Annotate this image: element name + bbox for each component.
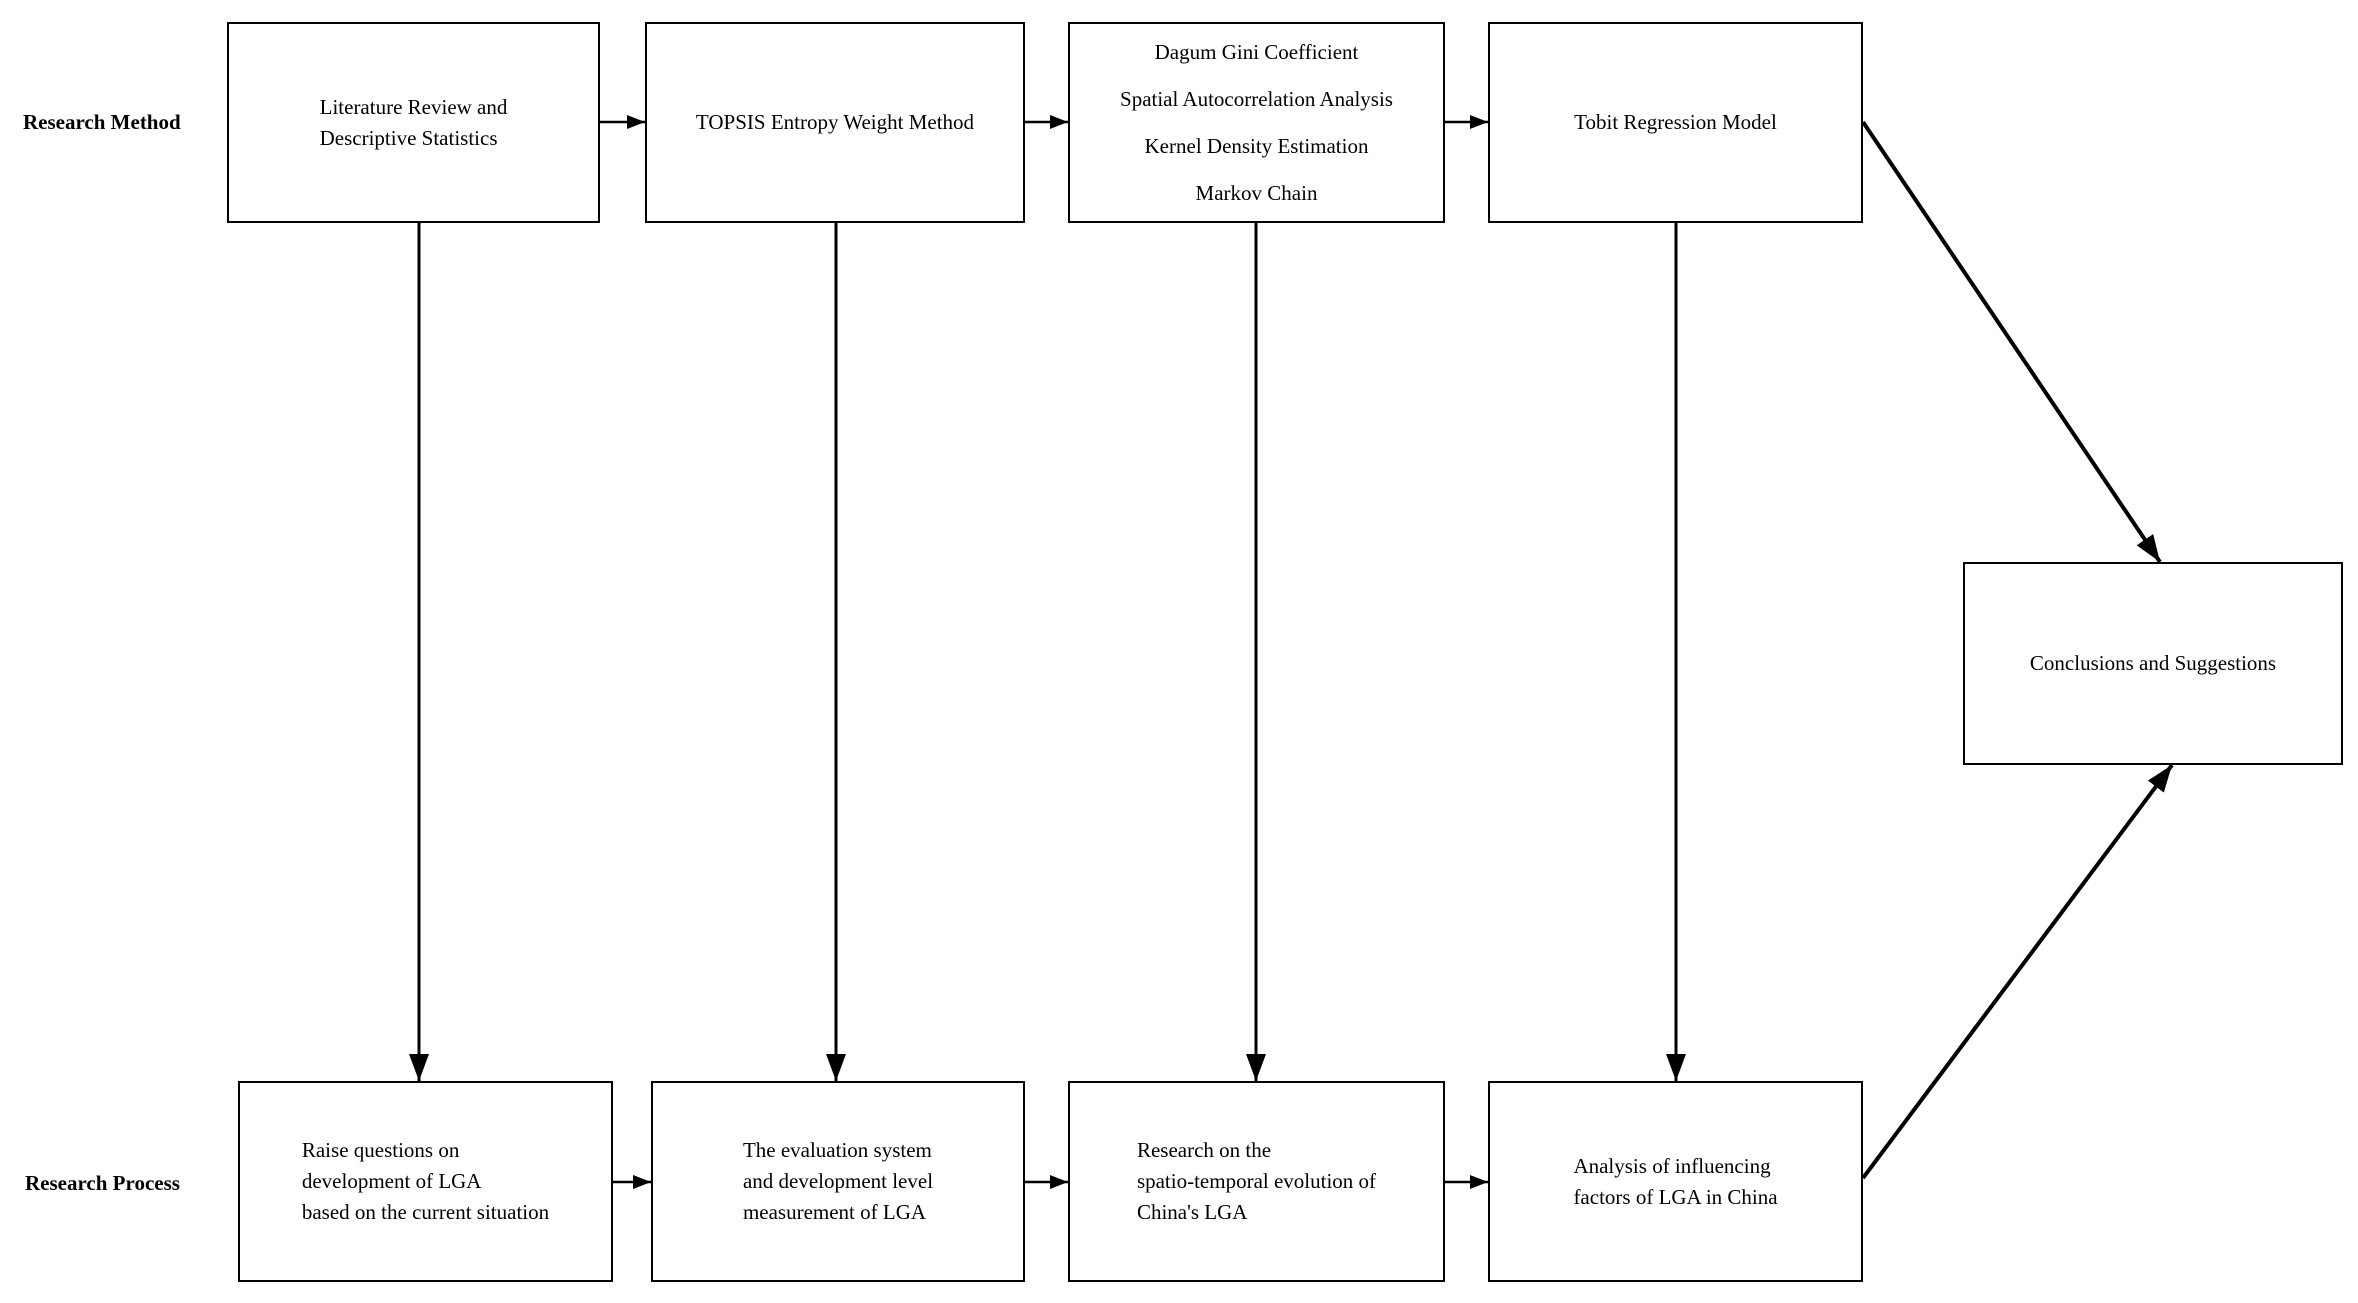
process-box-raise-questions-text: Raise questions on development of LGA ba… (301, 1138, 550, 1224)
row-label-research-process: Research Process (25, 1171, 180, 1195)
process-box-influencing-factors: Analysis of influencing factors of LGA i… (1488, 1081, 1863, 1282)
method-box-literature-review: Literature Review and Descriptive Statis… (227, 22, 600, 223)
row-label-research-method: Research Method (23, 110, 181, 134)
conclusion-box: Conclusions and Suggestions (1963, 562, 2343, 765)
process-box-evaluation-system: The evaluation system and development le… (651, 1081, 1025, 1282)
method-box-tobit-regression: Tobit Regression Model (1488, 22, 1863, 223)
conclusion-box-text: Conclusions and Suggestions (2029, 651, 2277, 675)
process-box-spatio-temporal-text: Research on the spatio-temporal evolutio… (1136, 1138, 1377, 1224)
method-box-spatial-methods-text: Dagum Gini Coefficient Spatial Autocorre… (1120, 39, 1393, 205)
arrow-factors-to-conclusion (1861, 763, 2174, 1180)
method-box-literature-review-text: Literature Review and Descriptive Statis… (319, 94, 508, 150)
method-box-topsis-entropy-text: TOPSIS Entropy Weight Method (695, 110, 975, 134)
process-box-influencing-factors-text: Analysis of influencing factors of LGA i… (1573, 1153, 1778, 1209)
process-box-evaluation-system-text: The evaluation system and development le… (742, 1138, 934, 1224)
method-box-topsis-entropy: TOPSIS Entropy Weight Method (645, 22, 1025, 223)
process-box-spatio-temporal: Research on the spatio-temporal evolutio… (1068, 1081, 1445, 1282)
method-box-tobit-regression-text: Tobit Regression Model (1574, 110, 1777, 134)
arrow-tobit-to-conclusion (1861, 120, 2162, 564)
method-box-spatial-methods: Dagum Gini Coefficient Spatial Autocorre… (1068, 22, 1445, 223)
process-box-raise-questions: Raise questions on development of LGA ba… (238, 1081, 613, 1282)
